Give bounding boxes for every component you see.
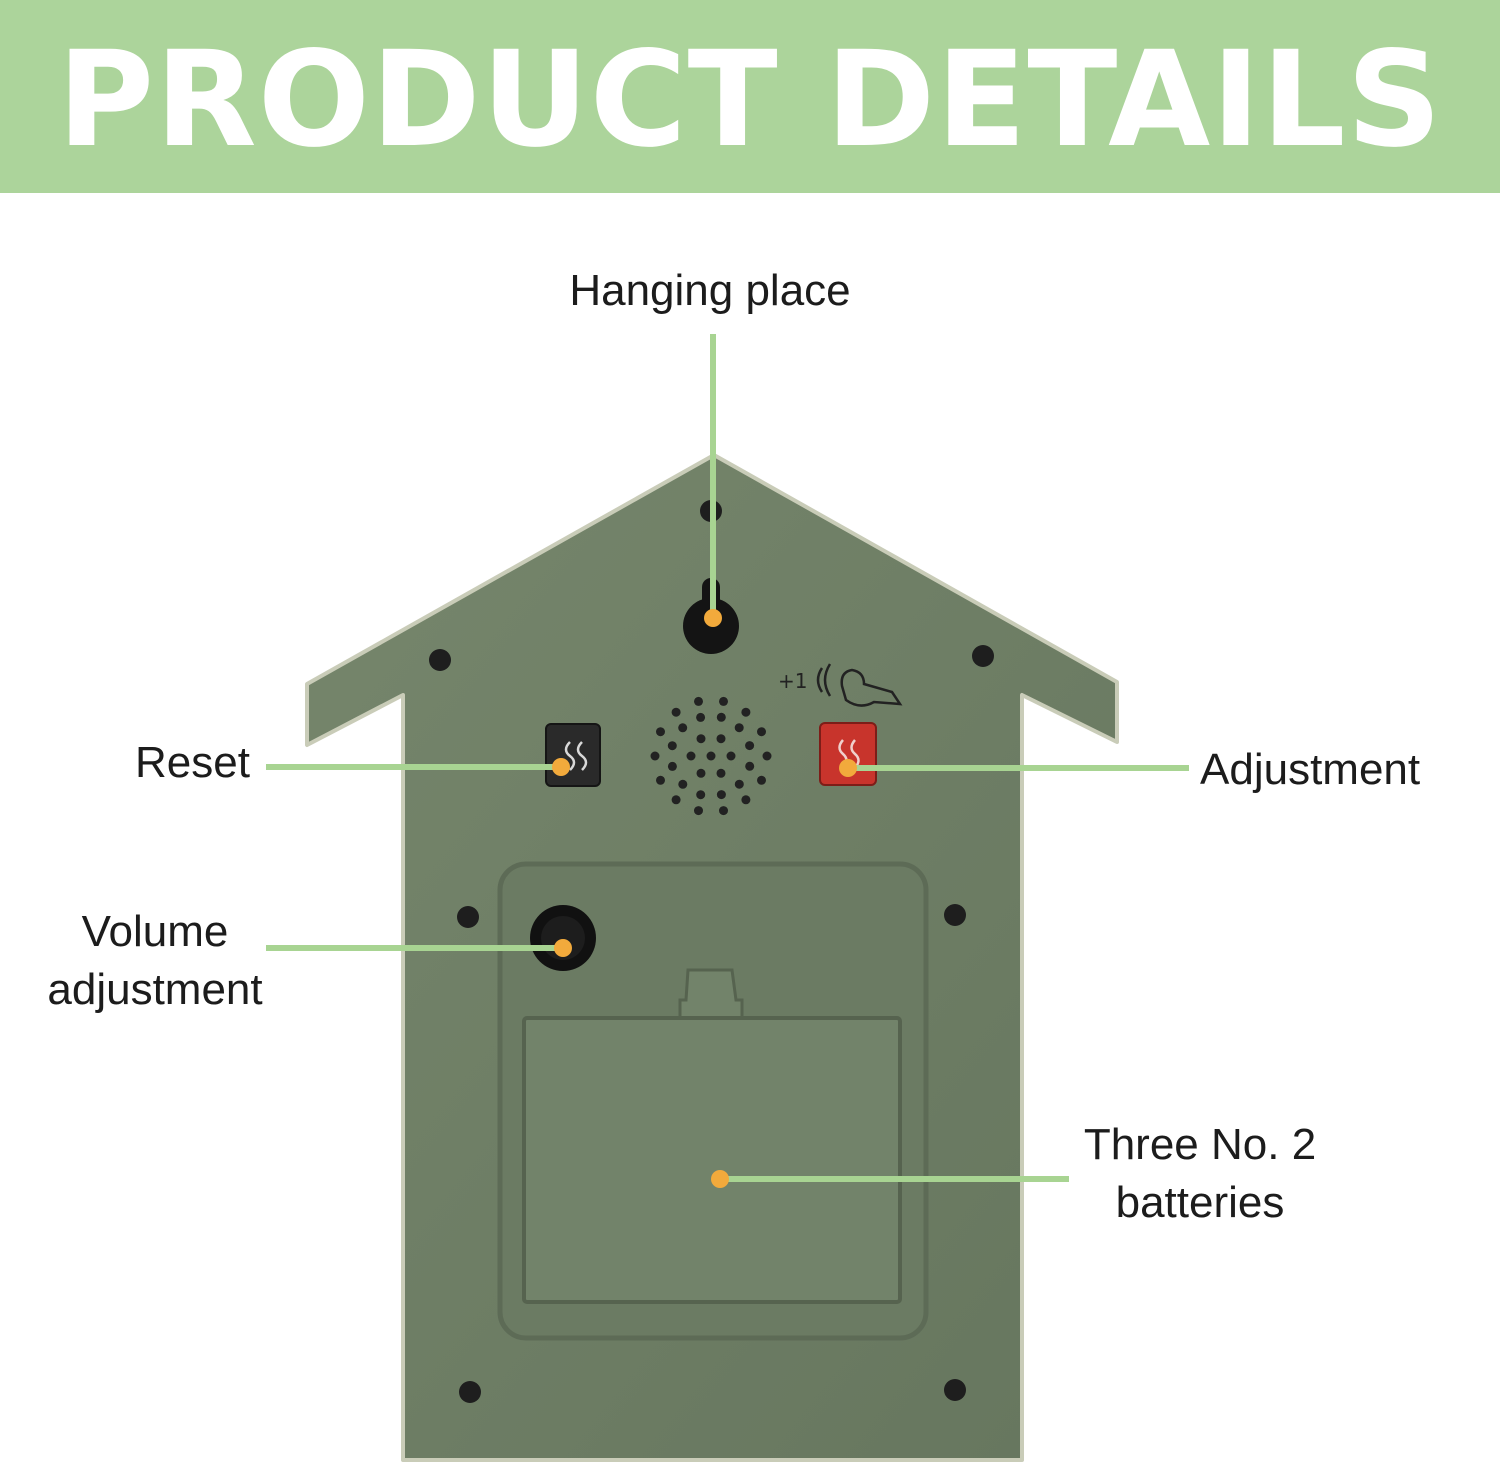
battery-cover[interactable] (522, 968, 902, 1304)
speaker-hole (686, 751, 696, 761)
speaker-hole (696, 768, 706, 778)
speaker-hole (694, 806, 703, 816)
speaker-hole (757, 727, 766, 737)
marker-dot-hanging (704, 609, 722, 627)
callout-volume-adjustment: Volume adjustment (20, 903, 290, 1019)
speaker-hole (696, 734, 706, 744)
speaker-hole (667, 761, 677, 771)
header-banner: PRODUCT DETAILS (0, 0, 1500, 193)
speaker-hole (741, 707, 751, 717)
screw-holes (429, 500, 994, 1403)
speaker-hole (694, 696, 703, 706)
speaker-hole (716, 712, 726, 722)
speaker-hole (734, 779, 744, 789)
callout-volume-line2: adjustment (47, 965, 263, 1014)
speaker-hole (706, 751, 716, 761)
speaker-hole (716, 768, 726, 778)
speaker-hole (667, 741, 677, 751)
reset-button[interactable] (545, 723, 601, 787)
speaker-hole (726, 751, 736, 761)
speaker-hole (671, 795, 681, 805)
page-title: PRODUCT DETAILS (57, 22, 1443, 177)
callout-reset: Reset (135, 738, 250, 787)
callout-volume-line1: Volume (81, 907, 229, 956)
callout-hanging-place: Hanging place (569, 266, 851, 315)
callout-batteries-line2: batteries (1115, 1178, 1285, 1227)
marker-dot-batteries (711, 1170, 729, 1188)
speaker-grill (650, 696, 772, 816)
bird-icon (840, 668, 903, 707)
marker-dot-volume (554, 939, 572, 957)
speaker-hole (745, 741, 755, 751)
speaker-hole (656, 775, 665, 785)
speaker-hole (719, 696, 728, 706)
speaker-hole (671, 707, 681, 717)
speaker-hole (696, 712, 706, 722)
speaker-hole (678, 779, 688, 789)
sound-wave-icon (816, 663, 832, 697)
speaker-hole (656, 727, 665, 737)
speaker-hole (678, 723, 688, 733)
callout-adjustment: Adjustment (1200, 745, 1421, 794)
chime-indicator: +1 (778, 663, 903, 707)
reset-symbol-icon (564, 741, 588, 771)
speaker-hole (734, 723, 744, 733)
speaker-hole (757, 775, 766, 785)
speaker-hole (696, 790, 706, 800)
speaker-hole (716, 790, 726, 800)
marker-dots (552, 609, 857, 1188)
speaker-hole (762, 751, 772, 761)
volume-knob[interactable] (530, 905, 596, 971)
callout-batteries: Three No. 2 batteries (1055, 1116, 1345, 1232)
chime-count-text: +1 (778, 669, 807, 693)
speaker-hole (650, 751, 660, 761)
speaker-hole (745, 761, 755, 771)
marker-dot-reset (552, 758, 570, 776)
leader-lines (266, 334, 1189, 1182)
callout-batteries-line1: Three No. 2 (1083, 1120, 1317, 1169)
speaker-hole (716, 734, 726, 744)
marker-dot-adjustment (839, 759, 857, 777)
speaker-hole (719, 806, 728, 816)
speaker-hole (741, 795, 751, 805)
